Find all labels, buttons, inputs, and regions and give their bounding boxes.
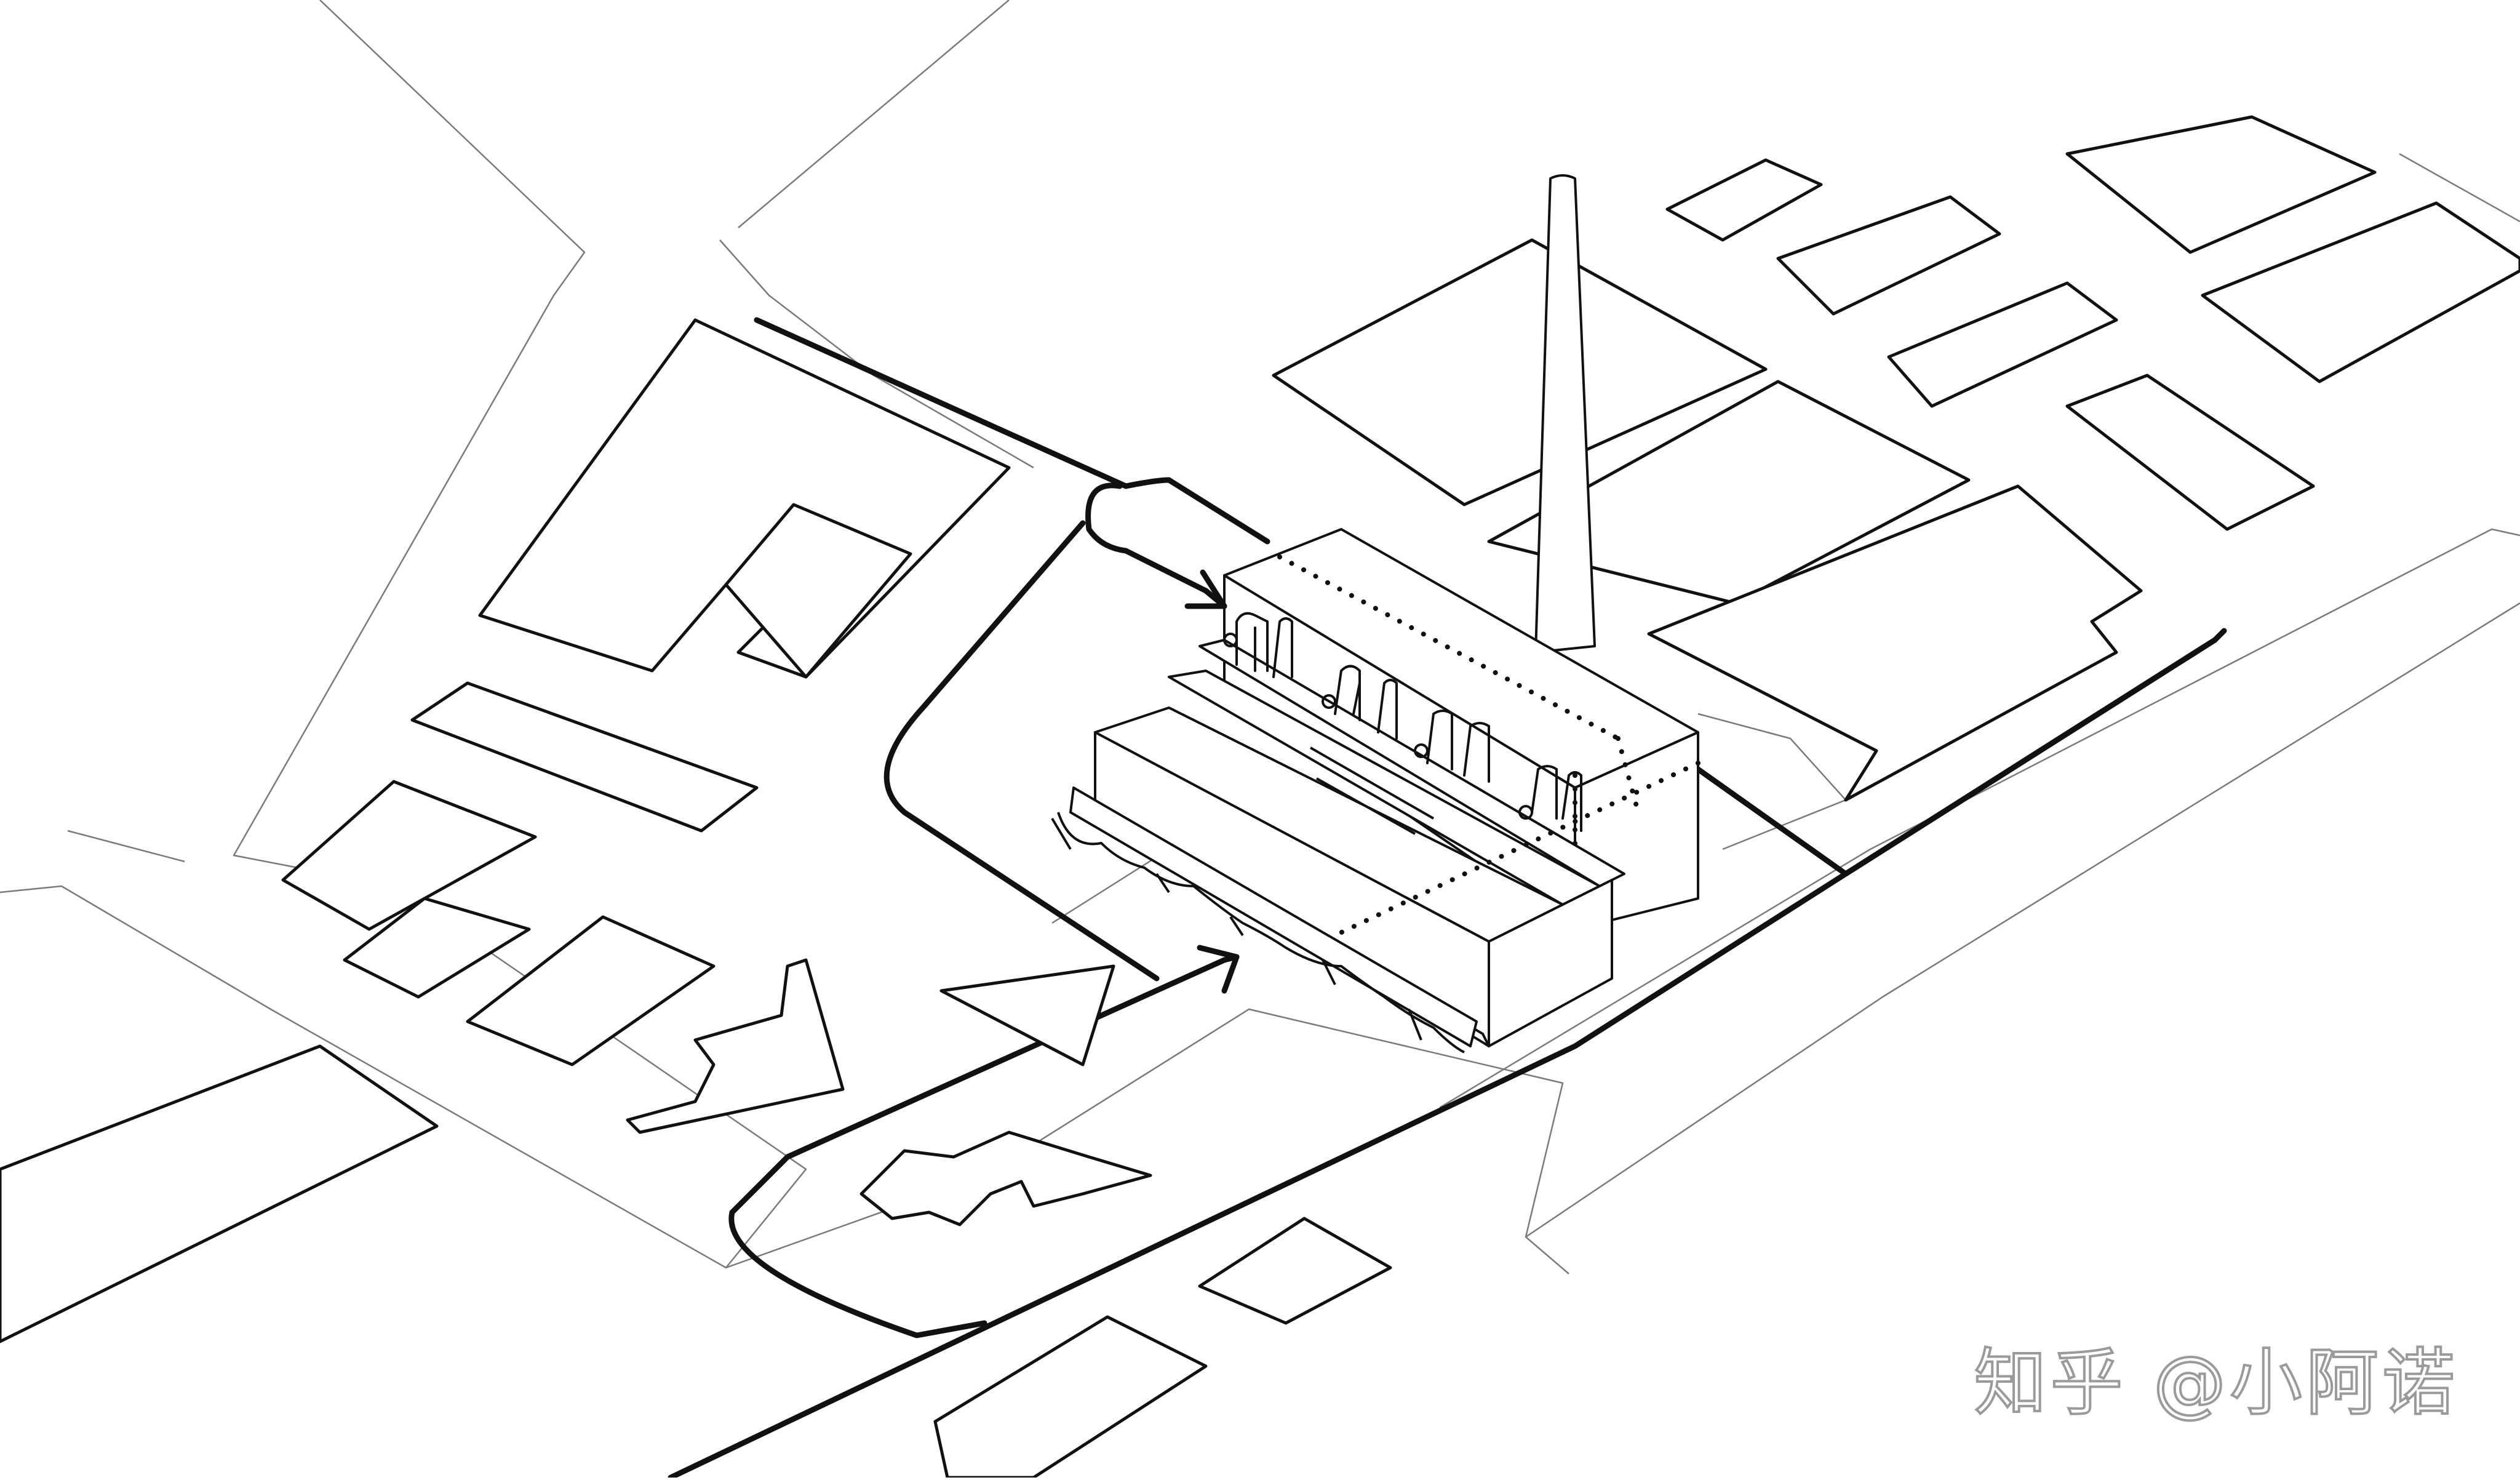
chimney bbox=[1534, 174, 1596, 654]
plant-dotted-line-side bbox=[1616, 736, 1639, 809]
traffic-arrows bbox=[1184, 569, 1240, 994]
site-road bbox=[668, 317, 2227, 1480]
plant-step-1 bbox=[1198, 639, 1625, 887]
watermark: 知乎 @小阿诺 bbox=[1972, 1340, 2458, 1425]
plant-lower-side bbox=[1488, 879, 1613, 1047]
roof-pipework bbox=[1223, 612, 1582, 832]
plant-dotted-line-diag bbox=[1333, 761, 1701, 938]
surrounding-buildings bbox=[0, 115, 2520, 1479]
power-plant bbox=[1051, 174, 1701, 1054]
canopy-roof bbox=[1069, 786, 1478, 1047]
plant-dotted-line-top bbox=[1277, 554, 1621, 741]
